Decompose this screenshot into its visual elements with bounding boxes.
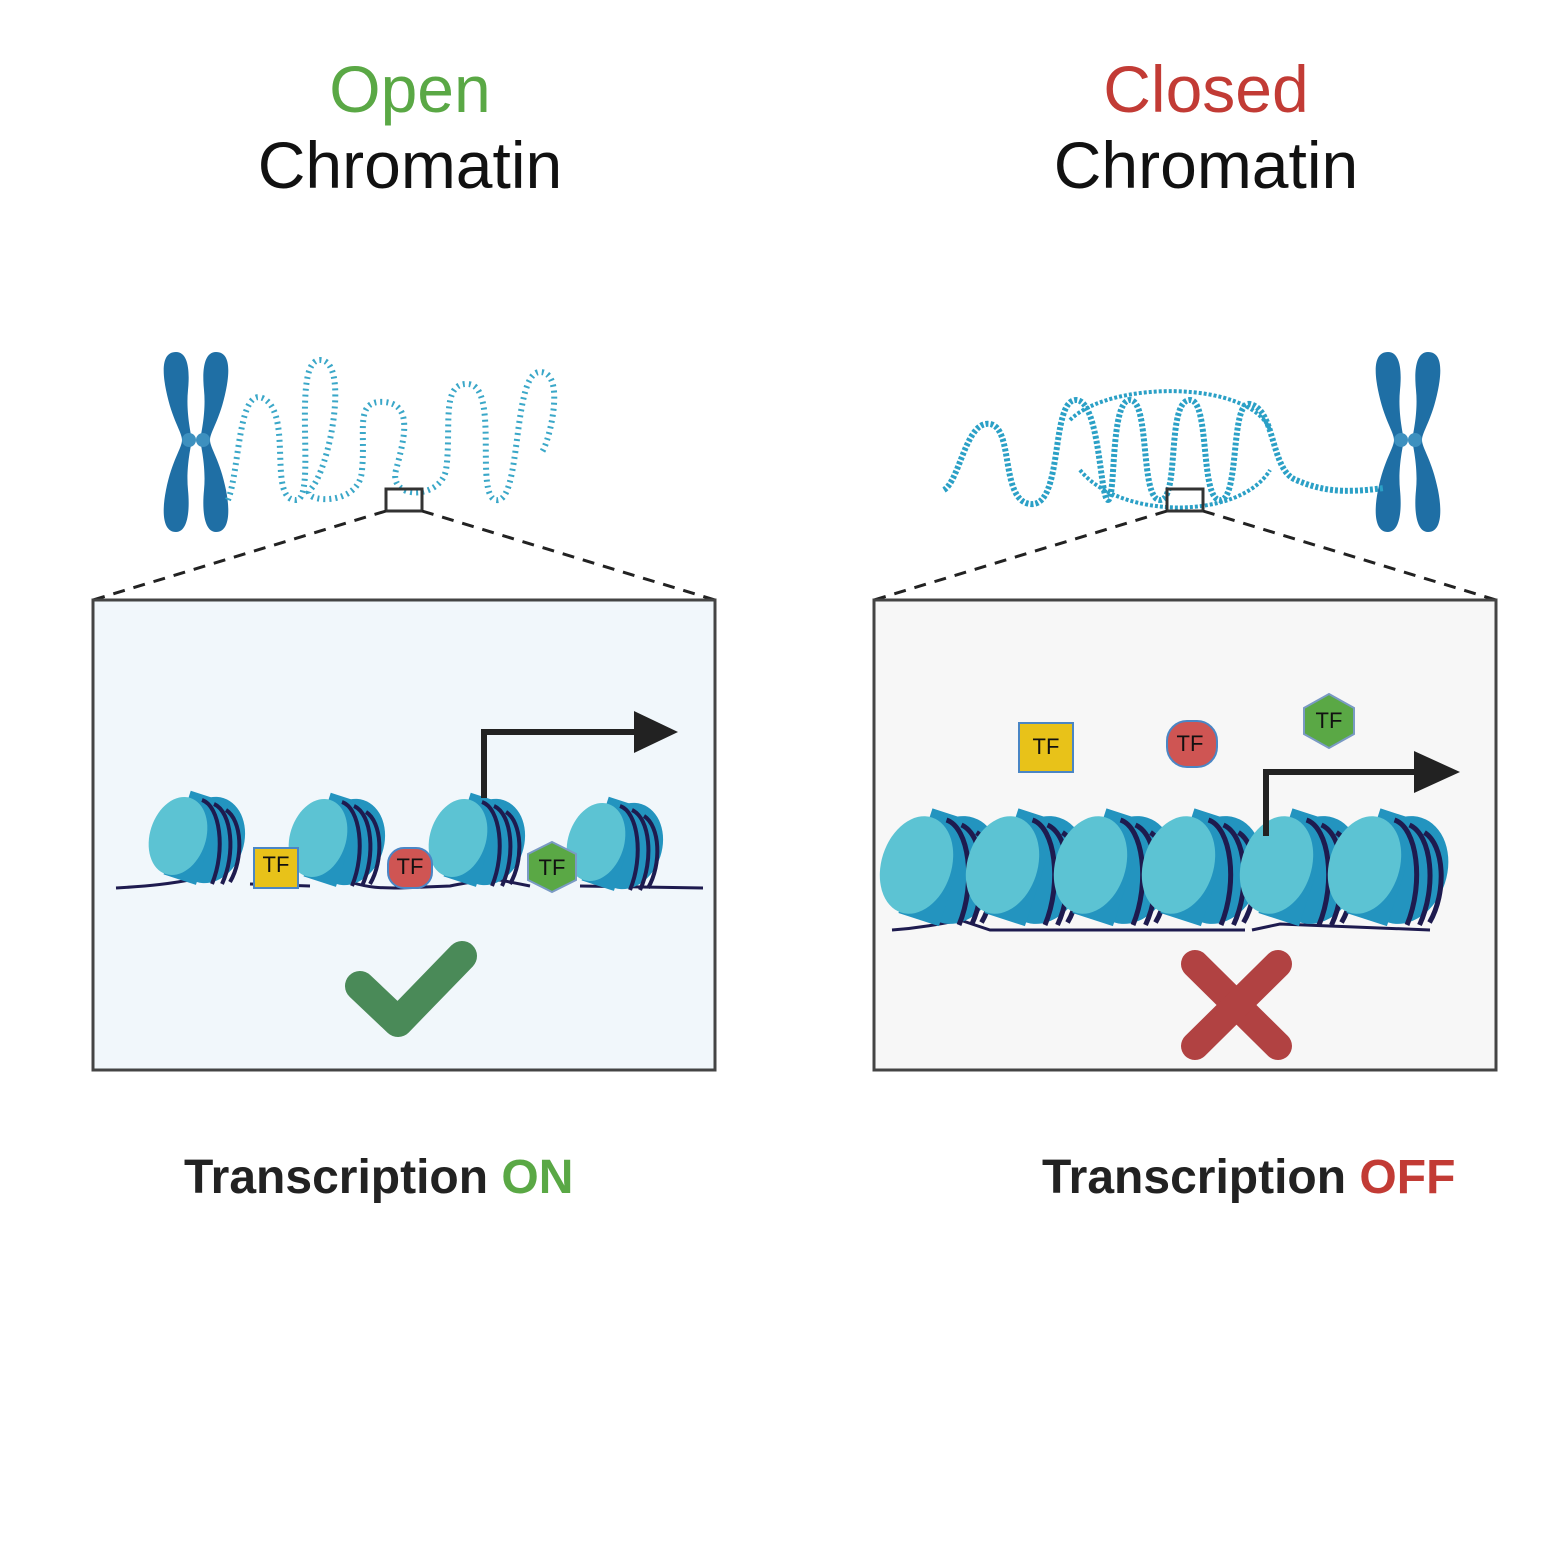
check-icon — [345, 941, 477, 1037]
closed-chromatin-label: Chromatin — [1053, 128, 1359, 202]
cross-icon — [1181, 950, 1292, 1060]
tf-label: TF — [539, 855, 566, 880]
closed-tf-square: TF — [1018, 722, 1074, 773]
open-transcription-arrow — [481, 729, 640, 798]
open-tf-circle: TF — [387, 847, 433, 889]
closed-tf-hexagon: TF — [1303, 692, 1355, 750]
open-zoom-line-left — [92, 509, 387, 602]
closed-zoom-line-left — [873, 509, 1168, 602]
open-arrowhead-icon — [634, 711, 678, 753]
closed-arrowhead-icon — [1414, 751, 1460, 793]
closed-dna-strand — [891, 918, 1431, 932]
closed-caption: Transcription OFF — [1042, 1154, 1455, 1202]
open-caption-status: ON — [501, 1151, 574, 1204]
closed-caption-prefix: Transcription — [1042, 1151, 1347, 1204]
closed-zoom-marker — [1165, 487, 1205, 513]
open-chromatin-label: Chromatin — [257, 128, 563, 202]
open-tf-hexagon: TF — [527, 840, 577, 894]
tf-label: TF — [1177, 731, 1204, 756]
open-caption-prefix: Transcription — [184, 1151, 489, 1204]
open-caption: Transcription ON — [184, 1154, 573, 1202]
closed-chromosome-icon — [1375, 352, 1441, 532]
tf-label: TF — [1033, 734, 1060, 759]
closed-caption-status: OFF — [1359, 1151, 1456, 1204]
open-zoom-marker — [384, 487, 424, 513]
open-heading: Open Chromatin — [60, 56, 760, 198]
open-state-label: Open — [329, 52, 491, 126]
closed-zoom-line-right — [1202, 509, 1497, 602]
open-tf-square: TF — [253, 847, 299, 889]
closed-heading: Closed Chromatin — [856, 56, 1556, 198]
tf-label: TF — [263, 852, 290, 877]
closed-state-label: Closed — [1103, 52, 1309, 126]
tf-label: TF — [1316, 708, 1343, 733]
open-chromosome-icon — [163, 352, 229, 532]
closed-chromatin-fiber — [941, 396, 1385, 507]
open-chromatin-fiber — [225, 356, 558, 504]
open-zoom-line-right — [421, 509, 716, 602]
closed-fiber-coils — [1068, 389, 1272, 510]
closed-transcription-arrow — [1263, 769, 1420, 836]
tf-label: TF — [397, 854, 424, 879]
closed-tf-circle: TF — [1166, 720, 1218, 768]
